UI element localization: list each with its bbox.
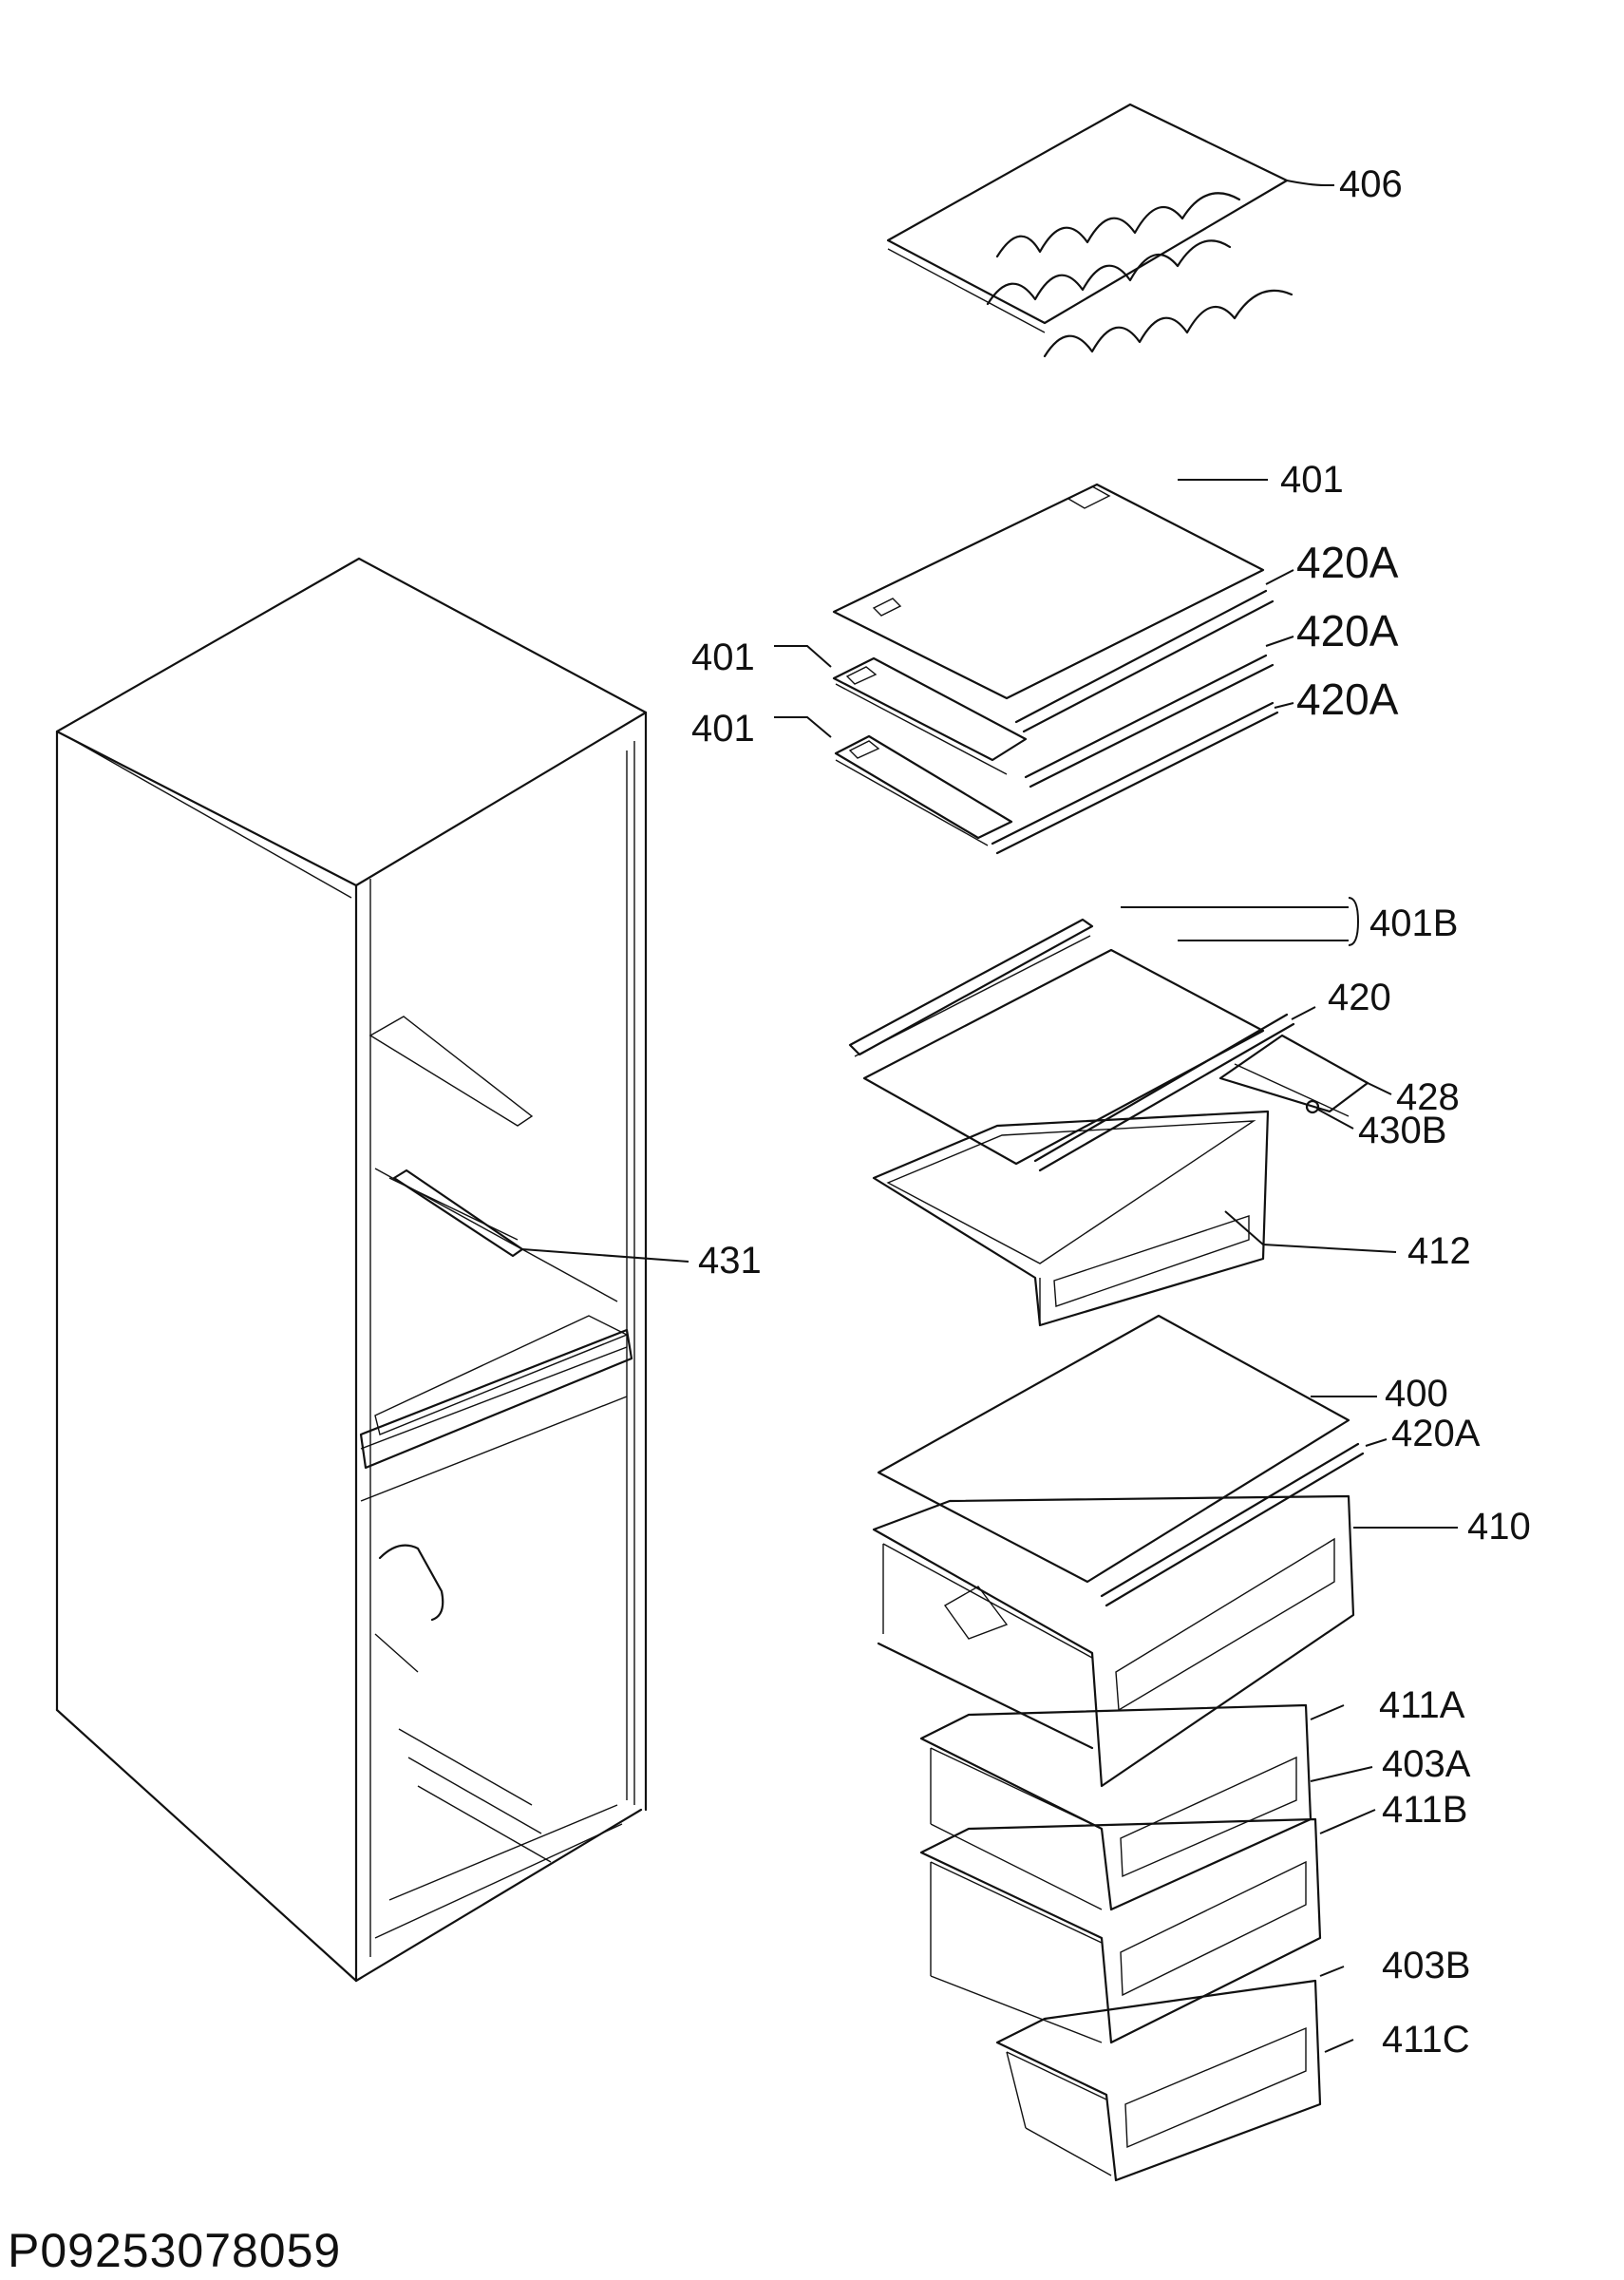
- label-411b: 411B: [1382, 1789, 1467, 1831]
- freezer-drawer-c: [995, 1979, 1322, 2182]
- label-403b: 403B: [1382, 1945, 1470, 1986]
- label-400: 400: [1385, 1373, 1448, 1415]
- freezer-drawer-b: [919, 1817, 1322, 2044]
- label-401b: 401B: [1369, 902, 1458, 944]
- label-406: 406: [1339, 163, 1403, 205]
- label-401-top: 401: [1280, 459, 1344, 501]
- label-403a: 403A: [1382, 1743, 1471, 1785]
- label-412: 412: [1407, 1230, 1471, 1272]
- chiller-assembly: [848, 918, 1369, 1327]
- part-labels: 406 401 420A 420A 420A 401 401 401B 420 …: [691, 163, 1531, 2061]
- label-431: 431: [698, 1240, 762, 1282]
- label-420a-3: 420A: [1296, 674, 1399, 724]
- freezer-drawer-a: [919, 1703, 1312, 1911]
- crisper-assembly: [872, 1314, 1365, 1788]
- label-411c: 411C: [1382, 2019, 1470, 2061]
- label-411a: 411A: [1379, 1684, 1465, 1726]
- wine-rack: [886, 103, 1294, 358]
- glass-shelves: [832, 483, 1279, 855]
- label-401-mid: 401: [691, 636, 755, 678]
- label-401-low: 401: [691, 708, 755, 750]
- label-420a-cover: 420A: [1391, 1413, 1481, 1454]
- document-id: P09253078059: [8, 2224, 342, 2277]
- label-420a-1: 420A: [1296, 538, 1399, 587]
- fridge-cabinet: [55, 557, 648, 1983]
- leader-lines: [521, 180, 1458, 2053]
- label-428: 428: [1396, 1076, 1460, 1118]
- label-420: 420: [1328, 977, 1391, 1018]
- label-410: 410: [1467, 1506, 1531, 1548]
- label-420a-2: 420A: [1296, 606, 1399, 656]
- label-430b: 430B: [1358, 1110, 1446, 1151]
